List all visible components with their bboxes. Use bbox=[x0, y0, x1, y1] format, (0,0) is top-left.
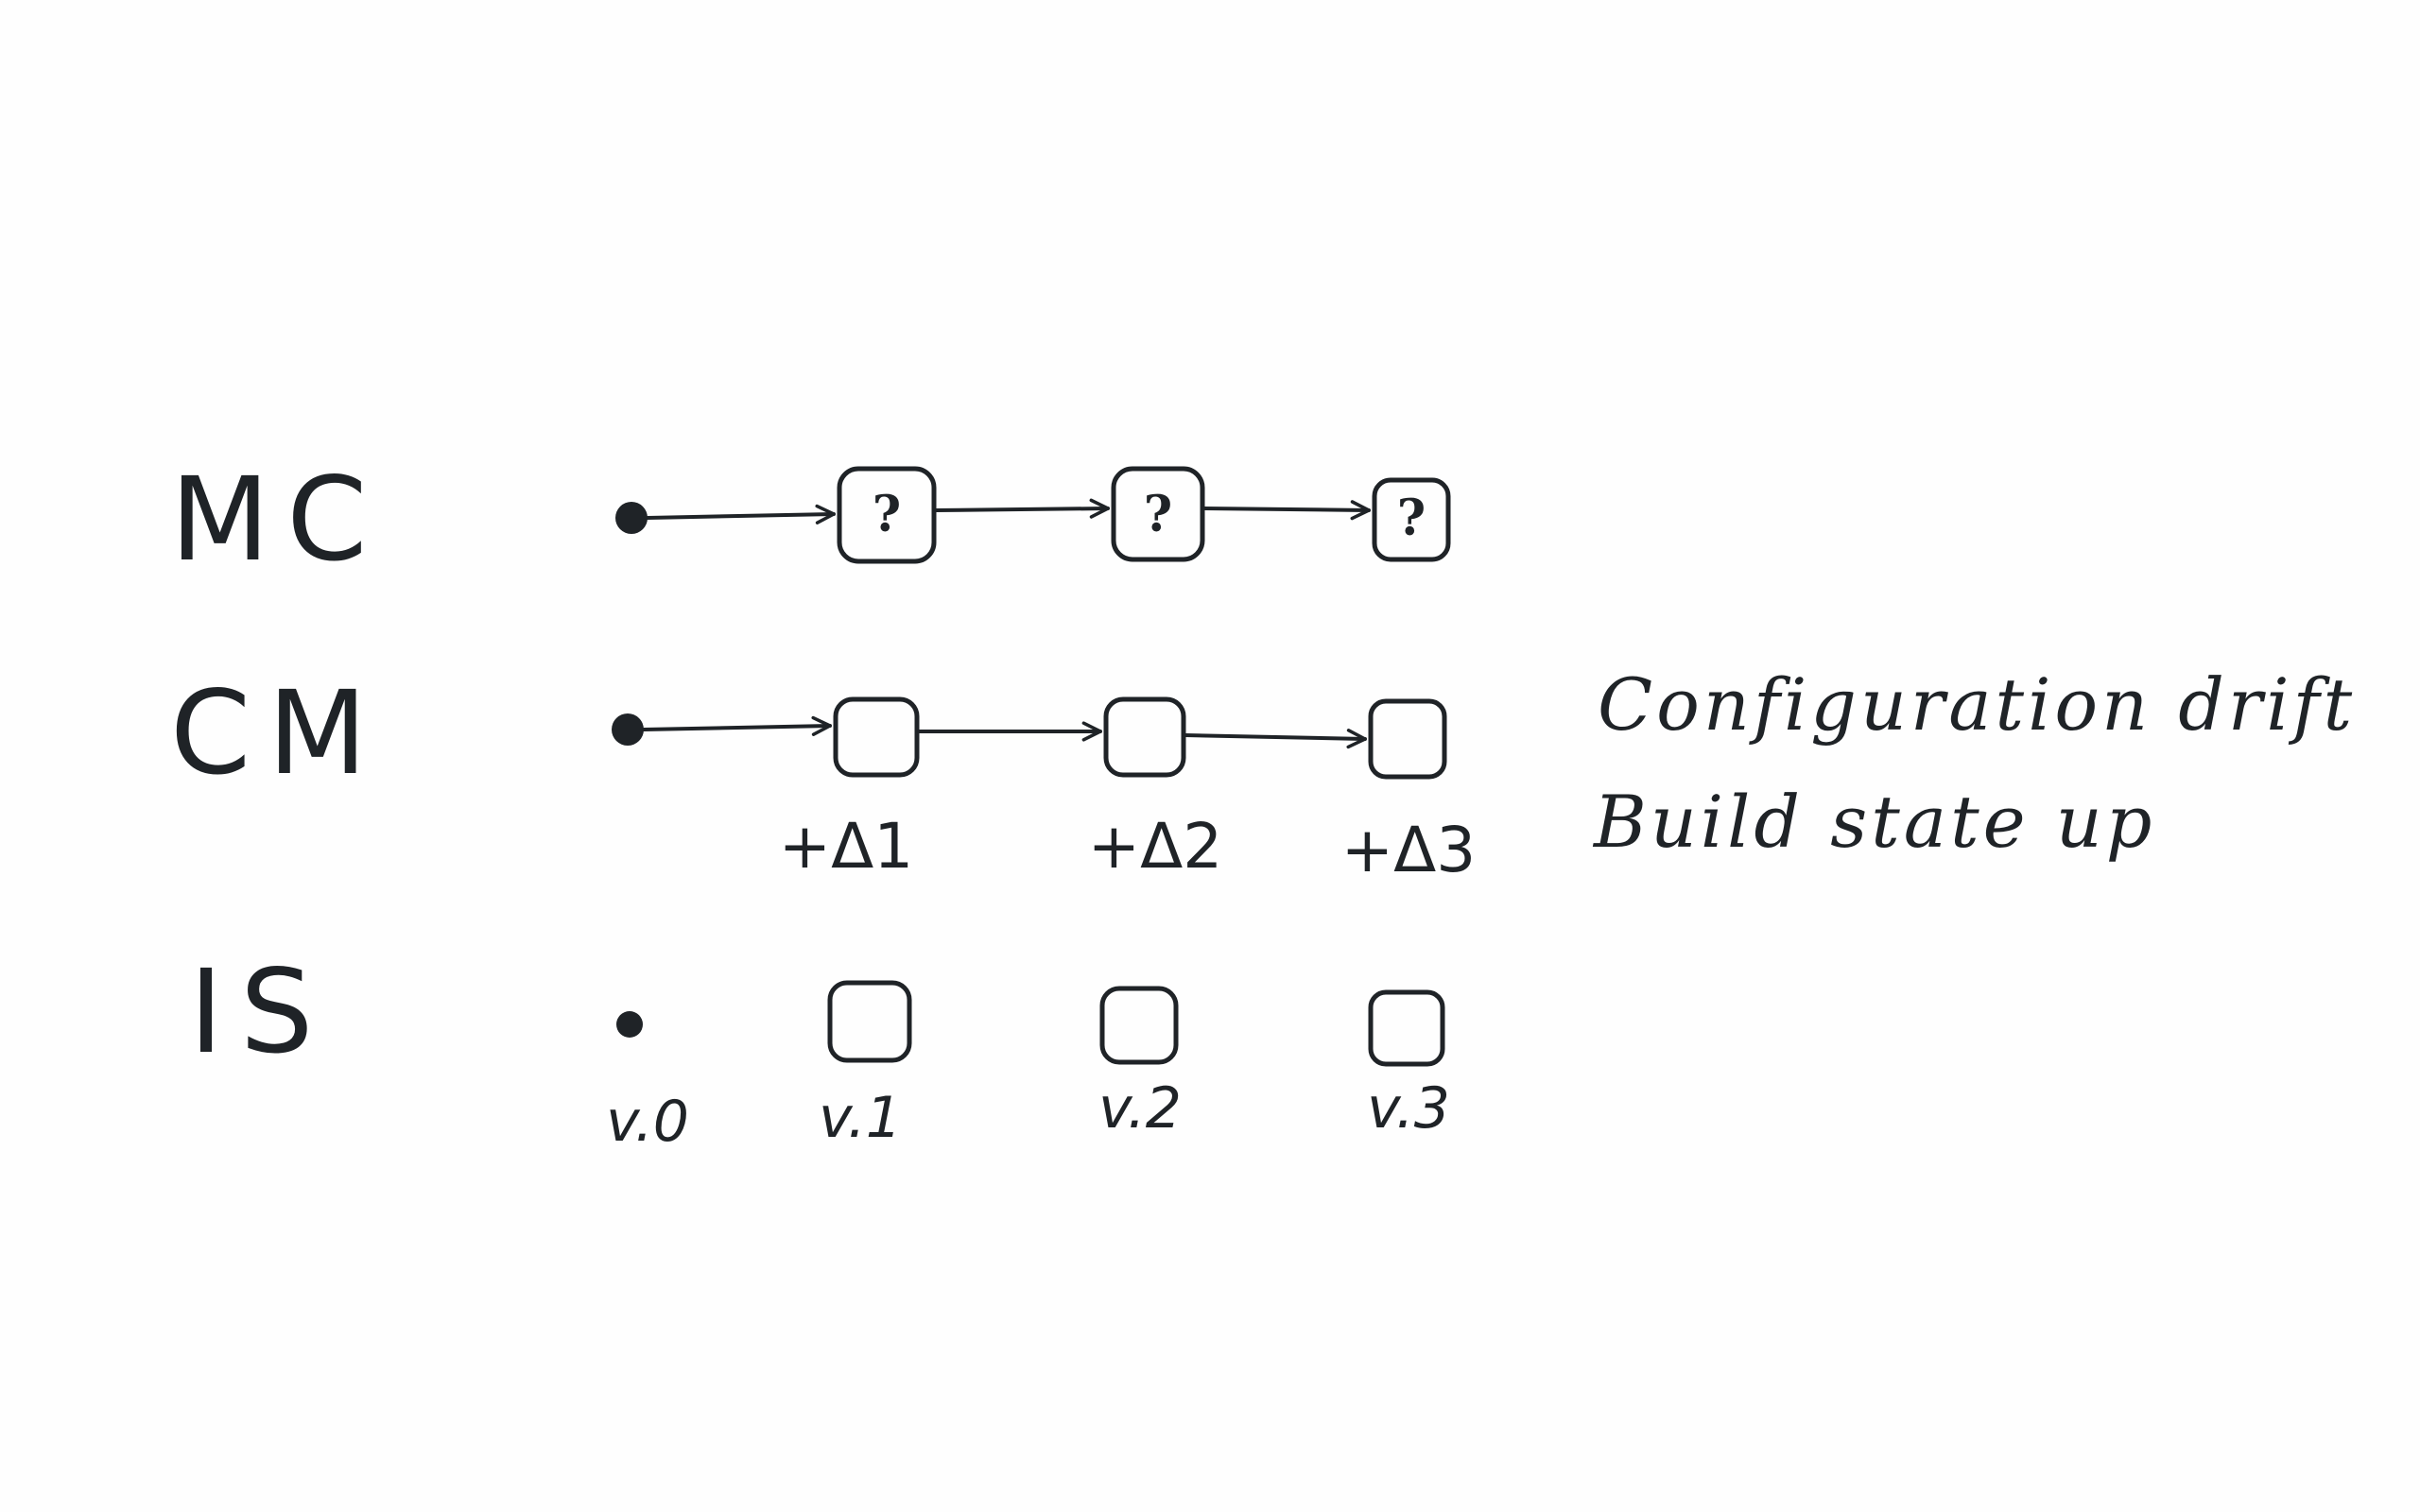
mc-arrow-3-icon bbox=[1202, 500, 1371, 521]
mc-box-3: ? bbox=[1372, 477, 1451, 562]
mc-arrow-1-icon bbox=[646, 504, 836, 524]
cm-delta-2-label: +Δ2 bbox=[1088, 810, 1222, 883]
is-start-dot-icon bbox=[616, 1011, 643, 1038]
is-box-3-icon bbox=[1368, 989, 1445, 1067]
cm-delta-3-label: +Δ3 bbox=[1341, 814, 1476, 886]
cm-box-2-icon bbox=[1103, 696, 1186, 778]
cm-arrow-3-icon bbox=[1184, 729, 1367, 749]
cm-arrow-1-icon bbox=[642, 715, 832, 736]
is-box-1-icon bbox=[827, 980, 912, 1063]
is-version-0-label: v.0 bbox=[606, 1089, 689, 1155]
cm-row: +Δ1 +Δ2 +Δ3 bbox=[612, 696, 1476, 886]
mc-start-dot-icon bbox=[615, 502, 648, 534]
is-box-2-icon bbox=[1099, 986, 1179, 1065]
is-version-2-label: v.2 bbox=[1098, 1075, 1182, 1142]
cm-box-1-icon bbox=[833, 696, 920, 778]
row-label-mc: MC bbox=[170, 453, 384, 587]
cm-box-3-icon bbox=[1368, 698, 1447, 780]
mc-box-3-question-mark: ? bbox=[1397, 490, 1426, 547]
is-version-1-label: v.1 bbox=[819, 1085, 902, 1151]
row-label-is: IS bbox=[189, 945, 330, 1079]
mc-box-1-question-mark: ? bbox=[873, 486, 901, 543]
mc-box-2: ? bbox=[1111, 466, 1205, 562]
mc-box-2-question-mark: ? bbox=[1144, 486, 1172, 543]
mc-box-1: ? bbox=[837, 466, 937, 564]
is-row: v.0 v.1 v.2 v.3 bbox=[606, 980, 1450, 1155]
mc-box-3-icon bbox=[1372, 477, 1451, 562]
is-version-3-label: v.3 bbox=[1367, 1075, 1450, 1142]
note-configuration-drift: Configuration drift bbox=[1598, 662, 2356, 747]
mc-row: ? ? ? bbox=[615, 466, 1451, 564]
cm-start-dot-icon bbox=[612, 713, 644, 746]
mc-box-1-icon bbox=[837, 466, 937, 564]
mc-box-2-icon bbox=[1111, 466, 1205, 562]
note-build-state-up: Build state up bbox=[1592, 780, 2155, 864]
row-label-cm: CM bbox=[170, 666, 384, 800]
mc-arrow-2-icon bbox=[934, 498, 1110, 519]
cm-delta-1-label: +Δ1 bbox=[779, 810, 913, 883]
